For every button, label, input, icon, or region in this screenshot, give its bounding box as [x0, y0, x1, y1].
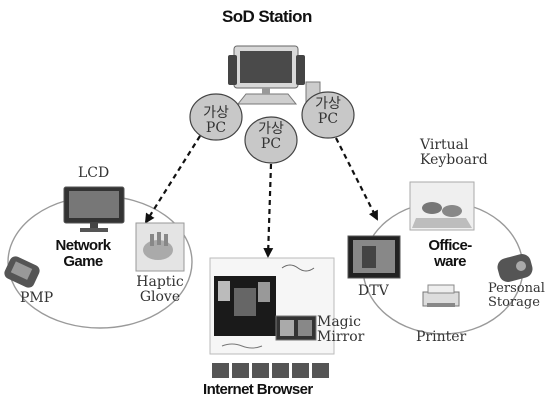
- arrow-to-internet-browser: [263, 163, 274, 258]
- internet-browser-title: Internet Browser: [203, 381, 313, 398]
- personal-storage-label-line1: Personal: [488, 281, 545, 296]
- personal-storage-icon: [497, 254, 533, 282]
- virtual-pc-label-3-line2: PC: [317, 110, 339, 127]
- virtual-pc-label-1-line2: PC: [205, 119, 227, 136]
- virtual-pc-label-2: 가상 PC: [253, 122, 289, 151]
- virtual-pc-label-2-line2: PC: [260, 135, 282, 152]
- dtv-icon: [347, 235, 401, 279]
- printer-label: Printer: [416, 329, 467, 345]
- haptic-glove-icon: [135, 222, 185, 272]
- haptic-glove-label: Haptic Glove: [134, 275, 186, 304]
- arrow-to-officeware: [335, 137, 378, 221]
- lcd-label: LCD: [78, 165, 110, 181]
- magic-mirror-thumbnail-strip: [212, 363, 329, 378]
- virtual-pc-bubble-2: [244, 116, 298, 164]
- officeware-title-line2: ware: [434, 252, 466, 270]
- virtual-keyboard-label-line1: Virtual: [420, 137, 469, 153]
- virtual-pc-bubble-1: [189, 93, 243, 141]
- pmp-label: PMP: [20, 290, 54, 306]
- officeware-title: Office- ware: [416, 238, 484, 270]
- personal-storage-label: Personal Storage: [488, 282, 545, 309]
- network-game-title-line1: Network: [55, 237, 112, 254]
- dtv-label: DTV: [358, 283, 389, 299]
- arrow-to-network-game: [144, 135, 201, 224]
- virtual-pc-label-1-line1: 가상: [203, 105, 229, 121]
- network-game-title-line2: Game: [63, 252, 103, 270]
- virtual-pc-label-1: 가상 PC: [198, 106, 234, 135]
- virtual-keyboard-label-line2: Keyboard: [420, 151, 488, 168]
- virtual-pc-bubble-3: [301, 91, 355, 139]
- virtual-pc-label-3-line1: 가상: [315, 96, 341, 112]
- magic-mirror-label-line1: Magic: [317, 314, 361, 330]
- virtual-keyboard-icon: [409, 181, 475, 231]
- magic-mirror-screen-icon: [209, 257, 335, 355]
- sod-station-title: SoD Station: [222, 7, 312, 26]
- printer-icon: [422, 284, 460, 307]
- virtual-keyboard-label: Virtual Keyboard: [420, 138, 488, 167]
- pmp-device-icon: [4, 256, 40, 288]
- haptic-glove-label-line1: Haptic: [136, 274, 184, 290]
- virtual-pc-label-3: 가상 PC: [310, 97, 346, 126]
- haptic-glove-label-line2: Glove: [139, 288, 181, 305]
- magic-mirror-label-line2: Mirror: [317, 328, 365, 345]
- magic-mirror-label: Magic Mirror: [317, 315, 364, 344]
- network-game-title: Network Game: [48, 238, 118, 270]
- personal-storage-label-line2: Storage: [488, 294, 540, 310]
- sod-station-computer-icon: [228, 45, 321, 105]
- officeware-title-line1: Office-: [428, 237, 472, 254]
- lcd-tv-icon: [63, 186, 125, 232]
- virtual-pc-label-2-line1: 가상: [258, 121, 284, 137]
